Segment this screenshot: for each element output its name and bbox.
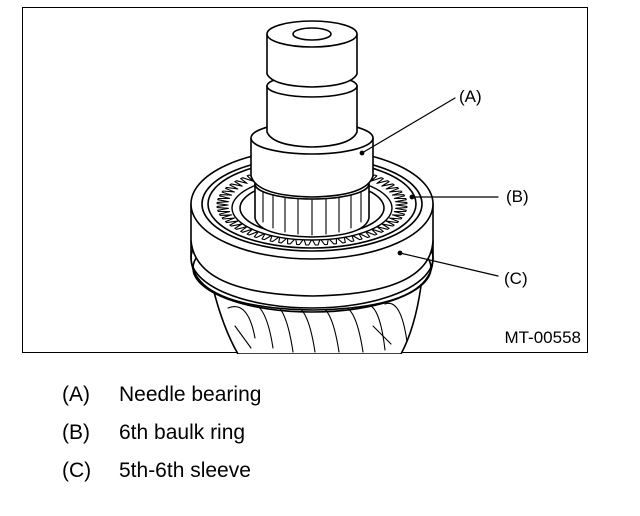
callout-b: (B) [506, 187, 529, 206]
main-shaft [266, 20, 358, 148]
diagram-figure: (A) (B) (C) MT-00558 [22, 7, 588, 354]
legend-description: 5th-6th sleeve [119, 459, 251, 482]
legend-description: 6th baulk ring [119, 421, 246, 444]
figure-code: MT-00558 [504, 328, 581, 347]
callout-a: (A) [459, 87, 482, 106]
legend-letter: (B) [62, 421, 90, 444]
legend-description: Needle bearing [119, 383, 262, 406]
callout-c: (C) [504, 269, 528, 288]
legend-letter: (C) [62, 459, 92, 482]
transmission-diagram [190, 20, 499, 354]
legend-letter: (A) [62, 383, 90, 406]
leader-lines [359, 97, 499, 277]
